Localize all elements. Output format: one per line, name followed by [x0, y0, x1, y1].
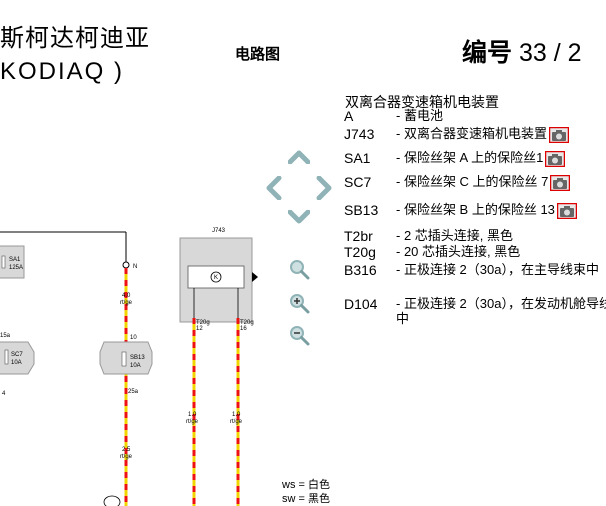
color-key-ws: ws = 白色 — [282, 479, 330, 491]
legend-description: - 正极连接 2（30a），在发动机舱导线束中 — [396, 296, 606, 326]
sc7-pin-label: 15a — [0, 333, 11, 339]
connector-circle — [103, 495, 121, 506]
sa1-rating: 125A — [9, 265, 23, 271]
legend-code: A — [344, 108, 354, 124]
legend-description-text: - 20 芯插头连接, 黑色 — [396, 244, 521, 259]
wire-2-color: rt/ge — [230, 419, 243, 425]
wire-pin-label: 10 — [130, 335, 137, 341]
connection-node — [122, 261, 130, 269]
camera-icon[interactable] — [556, 202, 577, 219]
legend-description-text: - 保险丝架 C 上的保险丝 7 — [396, 174, 549, 189]
legend-title: 双离合器变速箱机电装置 — [345, 94, 499, 110]
legend-description: - 蓄电池 — [396, 108, 606, 123]
nav-right-icon[interactable] — [316, 176, 332, 200]
legend-code: SC7 — [344, 174, 372, 190]
wire-color-label: rt/ge — [120, 300, 133, 306]
wire-size-label: 4.0 — [122, 293, 131, 299]
legend-description-text: - 2 芯插头连接, 黑色 — [396, 228, 514, 243]
sc7-label: SC7 — [11, 352, 23, 358]
sc7-fuse-box — [0, 341, 35, 375]
wire-1-size: 1.0 — [188, 412, 197, 418]
sb13-label: SB13 — [130, 355, 145, 361]
legend-description-text: - 保险丝架 A 上的保险丝1 — [396, 150, 544, 165]
color-key-meaning: 白色 — [308, 479, 330, 491]
legend-code: T20g — [344, 244, 376, 260]
color-key-sw: sw = 黑色 — [282, 493, 330, 505]
page-number-value: 33 / 2 — [518, 39, 582, 67]
zoom-out-icon[interactable] — [288, 324, 310, 346]
legend-description: - 保险丝架 A 上的保险丝1 — [396, 150, 606, 167]
wire-size-label-2: 2.5 — [122, 447, 131, 453]
camera-icon[interactable] — [545, 150, 566, 167]
color-key-abbr: sw — [282, 493, 296, 505]
legend-description: - 保险丝架 B 上的保险丝 13 — [396, 202, 606, 219]
t20g-label-2: T20g — [240, 320, 254, 326]
nav-left-icon[interactable] — [266, 176, 282, 200]
legend-code: B316 — [344, 262, 377, 278]
legend-description: - 保险丝架 C 上的保险丝 7 — [396, 174, 606, 191]
legend-description-text: - 双离合器变速箱机电装置 — [396, 126, 547, 141]
legend-description-text: - 正极连接 2（30a），在发动机舱导线束中 — [396, 296, 606, 326]
legend-description: - 2 芯插头连接, 黑色 — [396, 228, 606, 243]
wire-2-size: 1.0 — [232, 412, 241, 418]
document-title: 电路图 — [235, 46, 281, 63]
legend-description-text: - 正极连接 2（30a），在主导线束中 — [396, 262, 599, 277]
color-key-abbr: ws — [282, 479, 296, 491]
legend-description-text: - 蓄电池 — [396, 108, 443, 123]
legend-code: T2br — [344, 228, 373, 244]
color-key-meaning: 黑色 — [308, 493, 330, 505]
legend-code: J743 — [344, 126, 375, 142]
wire-1-color: rt/ge — [186, 419, 199, 425]
t20g-pin-2: 16 — [240, 326, 247, 332]
camera-icon[interactable] — [548, 126, 569, 143]
legend-code: SB13 — [344, 202, 379, 218]
svg-text:K: K — [214, 275, 218, 281]
sb13-rating: 10A — [130, 363, 141, 369]
legend-description: - 正极连接 2（30a），在主导线束中 — [396, 262, 606, 277]
j743-label: J743 — [212, 228, 226, 234]
nav-up-icon[interactable] — [288, 150, 310, 164]
t20g-label-1: T20g — [196, 320, 210, 326]
page-number: 编号 33 / 2 — [462, 33, 582, 69]
vehicle-model-title: 斯柯达柯迪亚 — [0, 25, 150, 52]
legend-description-text: - 保险丝架 B 上的保险丝 13 — [396, 202, 555, 217]
t20g-pin-1: 12 — [196, 326, 203, 332]
search-icon[interactable] — [288, 258, 310, 280]
sa1-label: SA1 — [9, 257, 21, 263]
vehicle-model-subtitle: KODIAQ ) — [0, 58, 125, 85]
wire-pin-label-2: 25a — [128, 389, 139, 395]
zoom-in-icon[interactable] — [288, 292, 310, 314]
camera-icon[interactable] — [550, 174, 571, 191]
sc7-pin-label-2: 4 — [2, 391, 6, 397]
legend-description: - 双离合器变速箱机电装置 — [396, 126, 606, 143]
node-label: N — [133, 264, 137, 270]
nav-down-icon[interactable] — [288, 210, 310, 224]
page-number-label: 编号 — [462, 39, 513, 67]
legend-description: - 20 芯插头连接, 黑色 — [396, 244, 606, 259]
sc7-rating: 10A — [11, 360, 22, 366]
legend-code: D104 — [344, 296, 378, 312]
legend-code: SA1 — [344, 150, 371, 166]
wire-color-label-2: rt/ge — [120, 454, 133, 460]
